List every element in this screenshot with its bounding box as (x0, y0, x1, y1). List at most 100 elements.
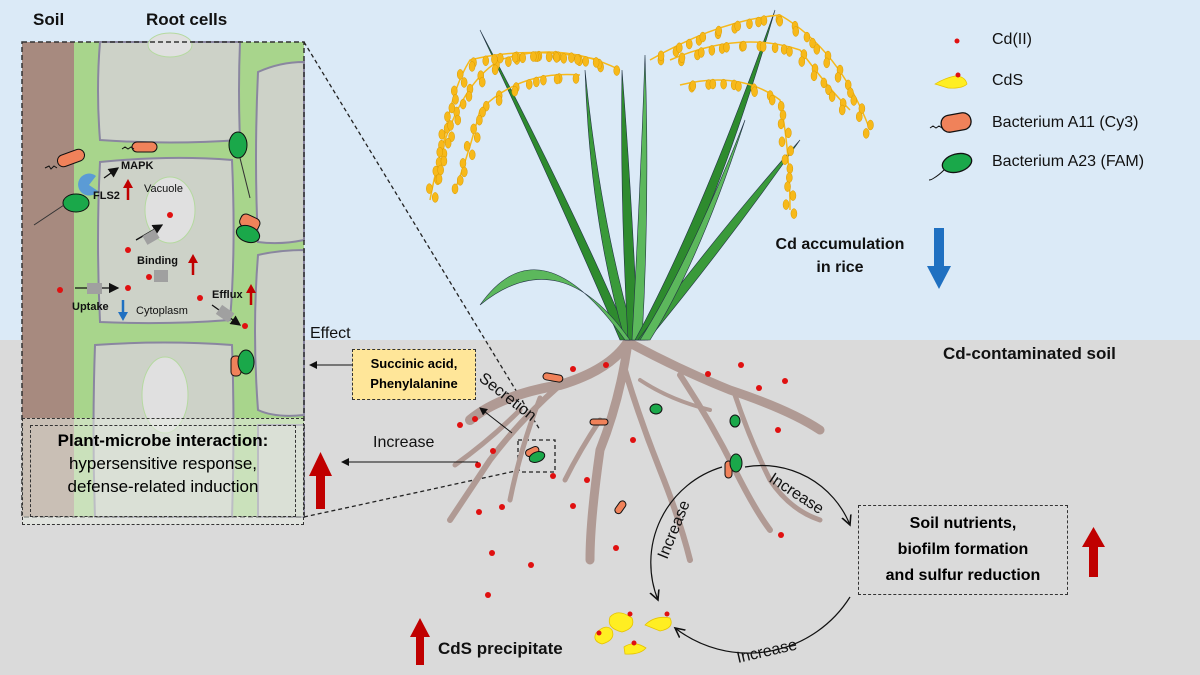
cds-precipitate-icon (934, 75, 968, 89)
rice-grain (491, 54, 498, 65)
cd-ion-dot (499, 504, 505, 510)
mapk-label: MAPK (121, 160, 154, 172)
rice-grain (468, 61, 476, 72)
rice-grain (740, 40, 747, 52)
rice-grain (787, 145, 794, 156)
uptake-label: Uptake (72, 301, 109, 313)
rice-grain (685, 38, 693, 50)
cd-accumulation-line2: in rice (816, 259, 864, 276)
efflux-label: Efflux (212, 289, 243, 301)
rice-grain (448, 102, 456, 114)
transporter-icon (142, 229, 160, 245)
rice-grain (708, 45, 716, 56)
rice-grain (834, 72, 842, 83)
bacterium-a23 (649, 403, 663, 415)
rice-grain (613, 65, 620, 76)
transporter-icon (87, 283, 102, 294)
cd-ion-dot (528, 562, 534, 568)
metabolite-phenylalanine: Phenylalanine (370, 376, 458, 391)
cd-ion-dot (596, 630, 602, 636)
plant-microbe-interaction-box (22, 418, 304, 525)
cd-ion-dot (955, 72, 961, 78)
rice-grain (746, 18, 753, 30)
rice-grain (511, 52, 519, 63)
rice-grain (828, 91, 836, 102)
rice-grain (465, 91, 473, 102)
cd-ion-dot (631, 640, 637, 646)
rice-grain (760, 15, 768, 26)
cd-ion-dot (197, 295, 203, 301)
down-arrow-icon (118, 300, 128, 321)
soil-bacteria (525, 372, 743, 515)
rice-grain (780, 44, 788, 55)
rice-grain (447, 120, 454, 131)
interaction-title: Plant-microbe interaction: (57, 431, 269, 450)
rice-grain (657, 50, 665, 62)
cd-ion-dot (167, 212, 173, 218)
rice-grain (460, 77, 468, 88)
rice-grain (440, 155, 448, 167)
cd-ion-dot (570, 503, 576, 509)
rice-grain (789, 190, 797, 201)
rice-grain (456, 69, 464, 80)
plant-microbe-interaction-inner: Plant-microbe interaction: hypersensitiv… (30, 425, 296, 517)
rice-grain (734, 20, 741, 32)
rice-grain (810, 70, 818, 82)
zoom-region-marker (517, 439, 556, 473)
up-arrow-icon (188, 254, 198, 275)
fls2-receptor-icon (78, 173, 98, 196)
rice-grain (545, 51, 553, 63)
bacterium-a23 (729, 453, 743, 473)
rice-grain (540, 74, 547, 86)
rice-grain (784, 181, 791, 192)
cd-accumulation-line1: Cd accumulation (775, 236, 905, 253)
rice-grain (530, 51, 537, 62)
cd-ion-dot (485, 592, 491, 598)
rice-grain (779, 109, 787, 121)
root-cell (255, 60, 305, 245)
rice-grain (511, 85, 519, 97)
rice-grain (572, 73, 580, 84)
rice-roots (447, 337, 825, 565)
rice-grain (568, 52, 575, 63)
cd-ion-dot (775, 427, 781, 433)
vacuole-label: Vacuole (144, 183, 183, 195)
rice-grain (785, 127, 792, 139)
cd-ion-dot (664, 611, 670, 617)
rice-grain (438, 129, 446, 140)
root-cell (254, 248, 305, 417)
rice-grain (820, 77, 828, 89)
cd-ion-dot (782, 378, 788, 384)
rice-grain (560, 53, 568, 64)
rice-grain (825, 84, 832, 96)
bacterium-a23 (228, 131, 251, 199)
rice-grain (435, 173, 443, 185)
rice-grain (755, 16, 762, 28)
rice-grain (574, 54, 581, 65)
rice-grain (525, 79, 533, 90)
cd-ion-dot (627, 611, 633, 617)
cd-ion-dot (489, 550, 495, 556)
rice-grain (790, 208, 798, 219)
rice-grain (867, 119, 874, 131)
rice-grain (699, 31, 707, 43)
rice-grain (689, 80, 697, 91)
cd-ion-dot (756, 385, 762, 391)
rice-grain (792, 26, 799, 37)
rice-plant (479, 9, 801, 341)
effect-label: Effect (310, 325, 351, 342)
binding-label: Binding (137, 255, 178, 267)
cd-ion-dot (125, 247, 131, 253)
up-arrow-icon (246, 284, 256, 305)
rice-grain (478, 76, 486, 88)
increase-left-label: Increase (373, 434, 435, 451)
rice-grain (444, 111, 451, 122)
rice-grain (678, 52, 686, 64)
cd-accumulation-label: Cd accumulation in rice (755, 233, 925, 279)
up-arrow-icon (309, 452, 332, 509)
soil-nutrients-line2: biofilm formation (897, 541, 1029, 558)
cds-precipitates (594, 611, 672, 655)
rice-grain (803, 31, 811, 43)
rice-grain (847, 87, 854, 98)
rice-grain (582, 56, 589, 67)
